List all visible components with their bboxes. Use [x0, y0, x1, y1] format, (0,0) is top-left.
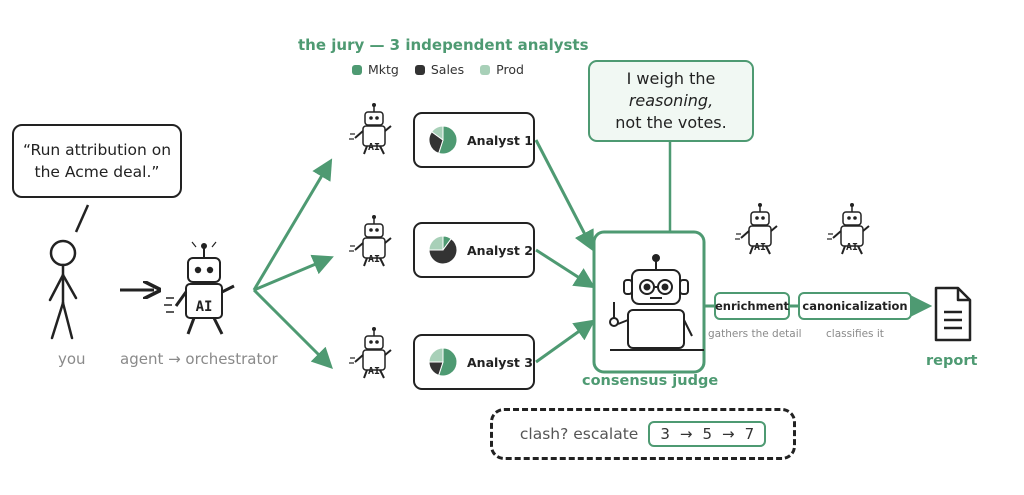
escalation-arrow-2: → [721, 425, 735, 443]
report-document-icon [934, 286, 972, 342]
analyst-3-pie [428, 347, 458, 377]
escalation-step-3: 7 [744, 425, 755, 443]
analyst-2-pie [428, 235, 458, 265]
escalation-arrow-1: → [679, 425, 693, 443]
arrow-analyst-2-to-judge [535, 248, 596, 289]
pie-slice-sales [428, 131, 444, 154]
pie-slice-prod [430, 125, 444, 141]
legend-swatch-prod [480, 64, 491, 75]
agent-label: agent → orchestrator [120, 350, 278, 368]
legend-swatch-sales [414, 64, 425, 75]
judge-speech-bubble: I weigh the reasoning, not the votes. [588, 60, 754, 142]
jury-title: the jury — 3 independent analysts [298, 36, 589, 54]
escalation-step-1: 3 [660, 425, 670, 443]
pie-slice-prod [428, 235, 444, 251]
canonicalization-badge: AI [846, 242, 858, 253]
arrow-analyst-1-to-judge [534, 139, 594, 252]
analyst-3-badge: AI [368, 366, 380, 377]
analyst-3-name: Analyst 3 [467, 354, 533, 370]
speech-bubble-tail [74, 204, 90, 233]
analyst-card-3: Analyst 3 [413, 334, 535, 390]
report-label: report [926, 353, 978, 369]
legend-label-sales: Sales [430, 62, 465, 77]
arrow-agent-to-analyst-2 [253, 254, 334, 292]
pie-slice-sales [428, 237, 458, 265]
legend-item-sales: Sales [414, 62, 465, 77]
legend-swatch-mktg [352, 64, 362, 75]
user-speech-bubble: “Run attribution on the Acme deal.” [12, 124, 182, 198]
agent-badge: AI [196, 299, 213, 315]
agent-robot-icon [164, 241, 235, 335]
legend-item-mktg: Mktg [352, 62, 399, 77]
judge-speech-line-2: reasoning, [628, 91, 714, 110]
canonicalization-stage: canonicalization [798, 292, 912, 320]
judge-label: consensus judge [582, 373, 719, 389]
analyst-2-badge: AI [368, 254, 380, 265]
judge-robot-icon [609, 254, 704, 351]
jury-legend: Mktg Sales Prod [352, 62, 524, 77]
escalation-step-2: 5 [702, 425, 712, 443]
analyst-1-badge: AI [368, 142, 380, 153]
user-stick-figure [48, 239, 78, 340]
pie-slice-prod [428, 347, 444, 363]
arrow-agent-to-analyst-3 [252, 288, 333, 369]
analyst-2-name: Analyst 2 [467, 242, 533, 258]
enrichment-stage: enrichment [714, 292, 790, 320]
arrow-analyst-3-to-judge [535, 319, 596, 364]
escalation-label: clash? escalate [519, 425, 639, 443]
judge-speech-line-1: I weigh the [626, 69, 716, 88]
analyst-card-1: Analyst 1 [413, 112, 535, 168]
analyst-1-pie [428, 125, 458, 155]
analyst-1-name: Analyst 1 [467, 132, 533, 148]
escalation-box: clash? escalate 3 → 5 → 7 [490, 408, 796, 460]
enrichment-badge: AI [754, 242, 766, 253]
legend-item-prod: Prod [480, 62, 524, 77]
legend-label-mktg: Mktg [368, 62, 399, 77]
escalation-sequence: 3 → 5 → 7 [648, 421, 767, 447]
legend-label-prod: Prod [496, 62, 524, 77]
user-label: you [58, 350, 86, 368]
arrow-agent-to-analyst-1 [252, 158, 333, 291]
enrichment-caption: gathers the detail [708, 328, 802, 340]
analyst-card-2: Analyst 2 [413, 222, 535, 278]
canonicalization-caption: classifies it [826, 328, 884, 340]
judge-speech-line-3: not the votes. [615, 113, 727, 132]
